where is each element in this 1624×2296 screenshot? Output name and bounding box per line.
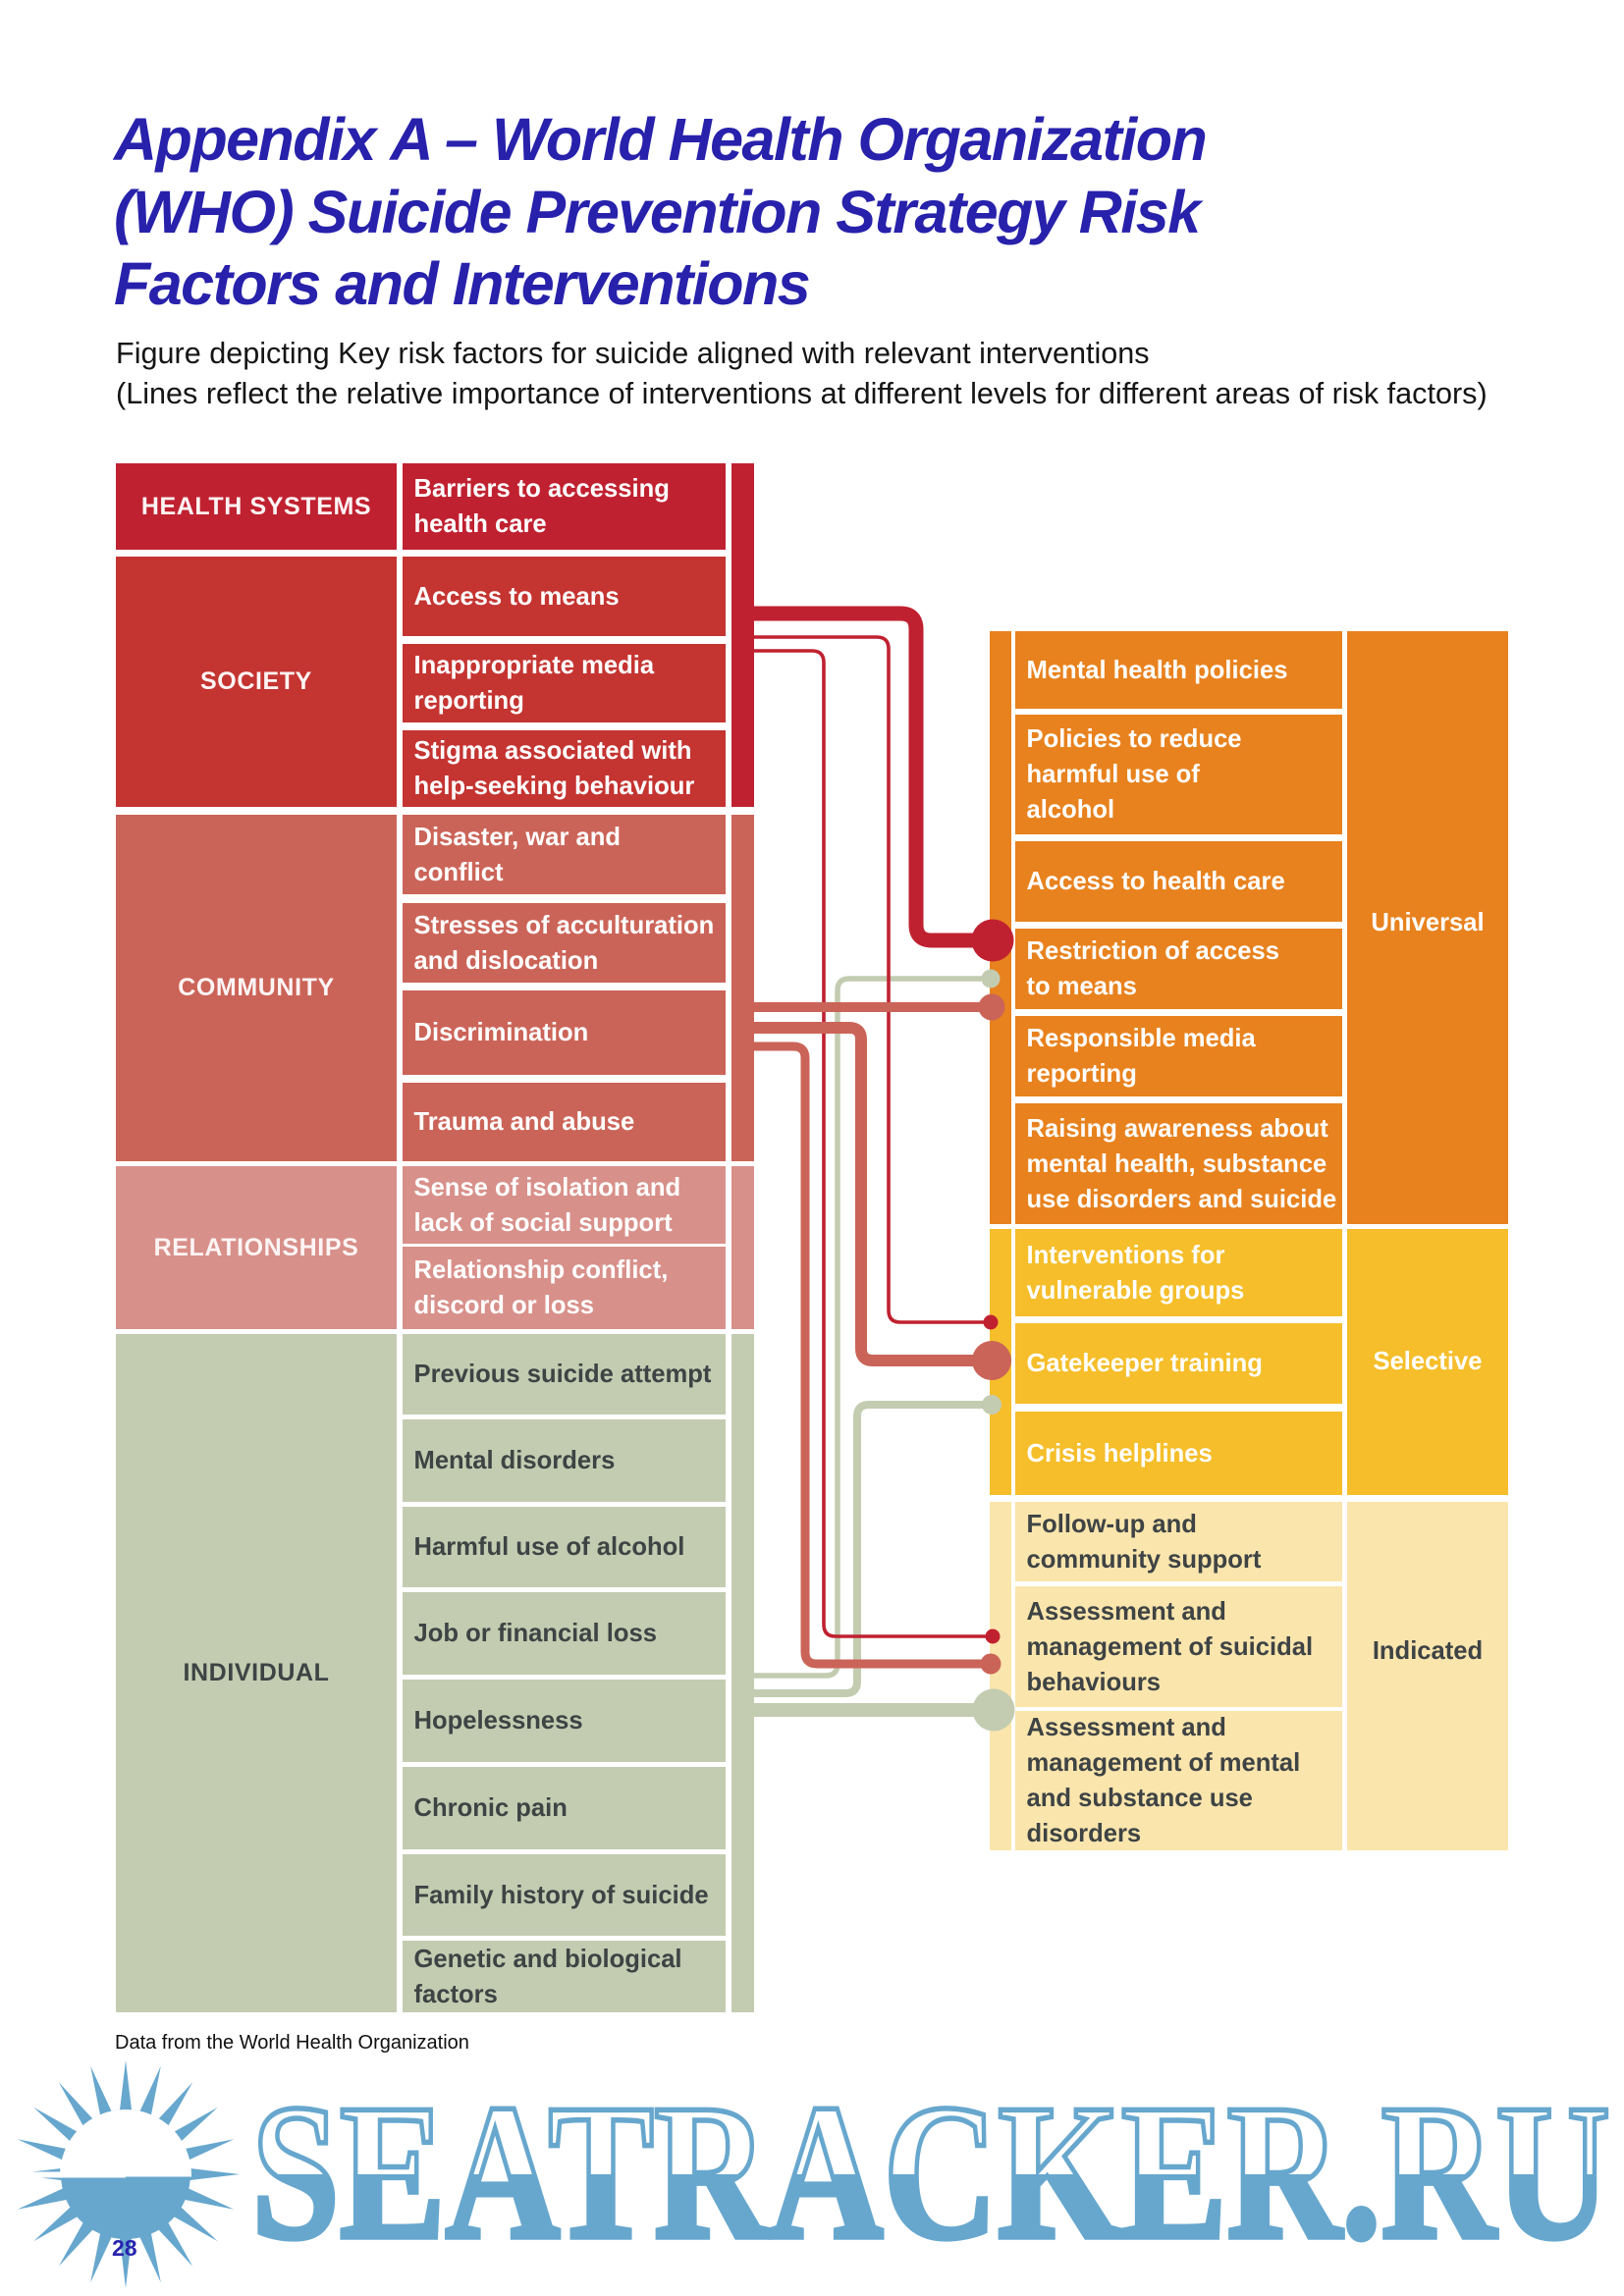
svg-text:SEATRACKER.RU: SEATRACKER.RU [251, 2064, 1610, 2279]
